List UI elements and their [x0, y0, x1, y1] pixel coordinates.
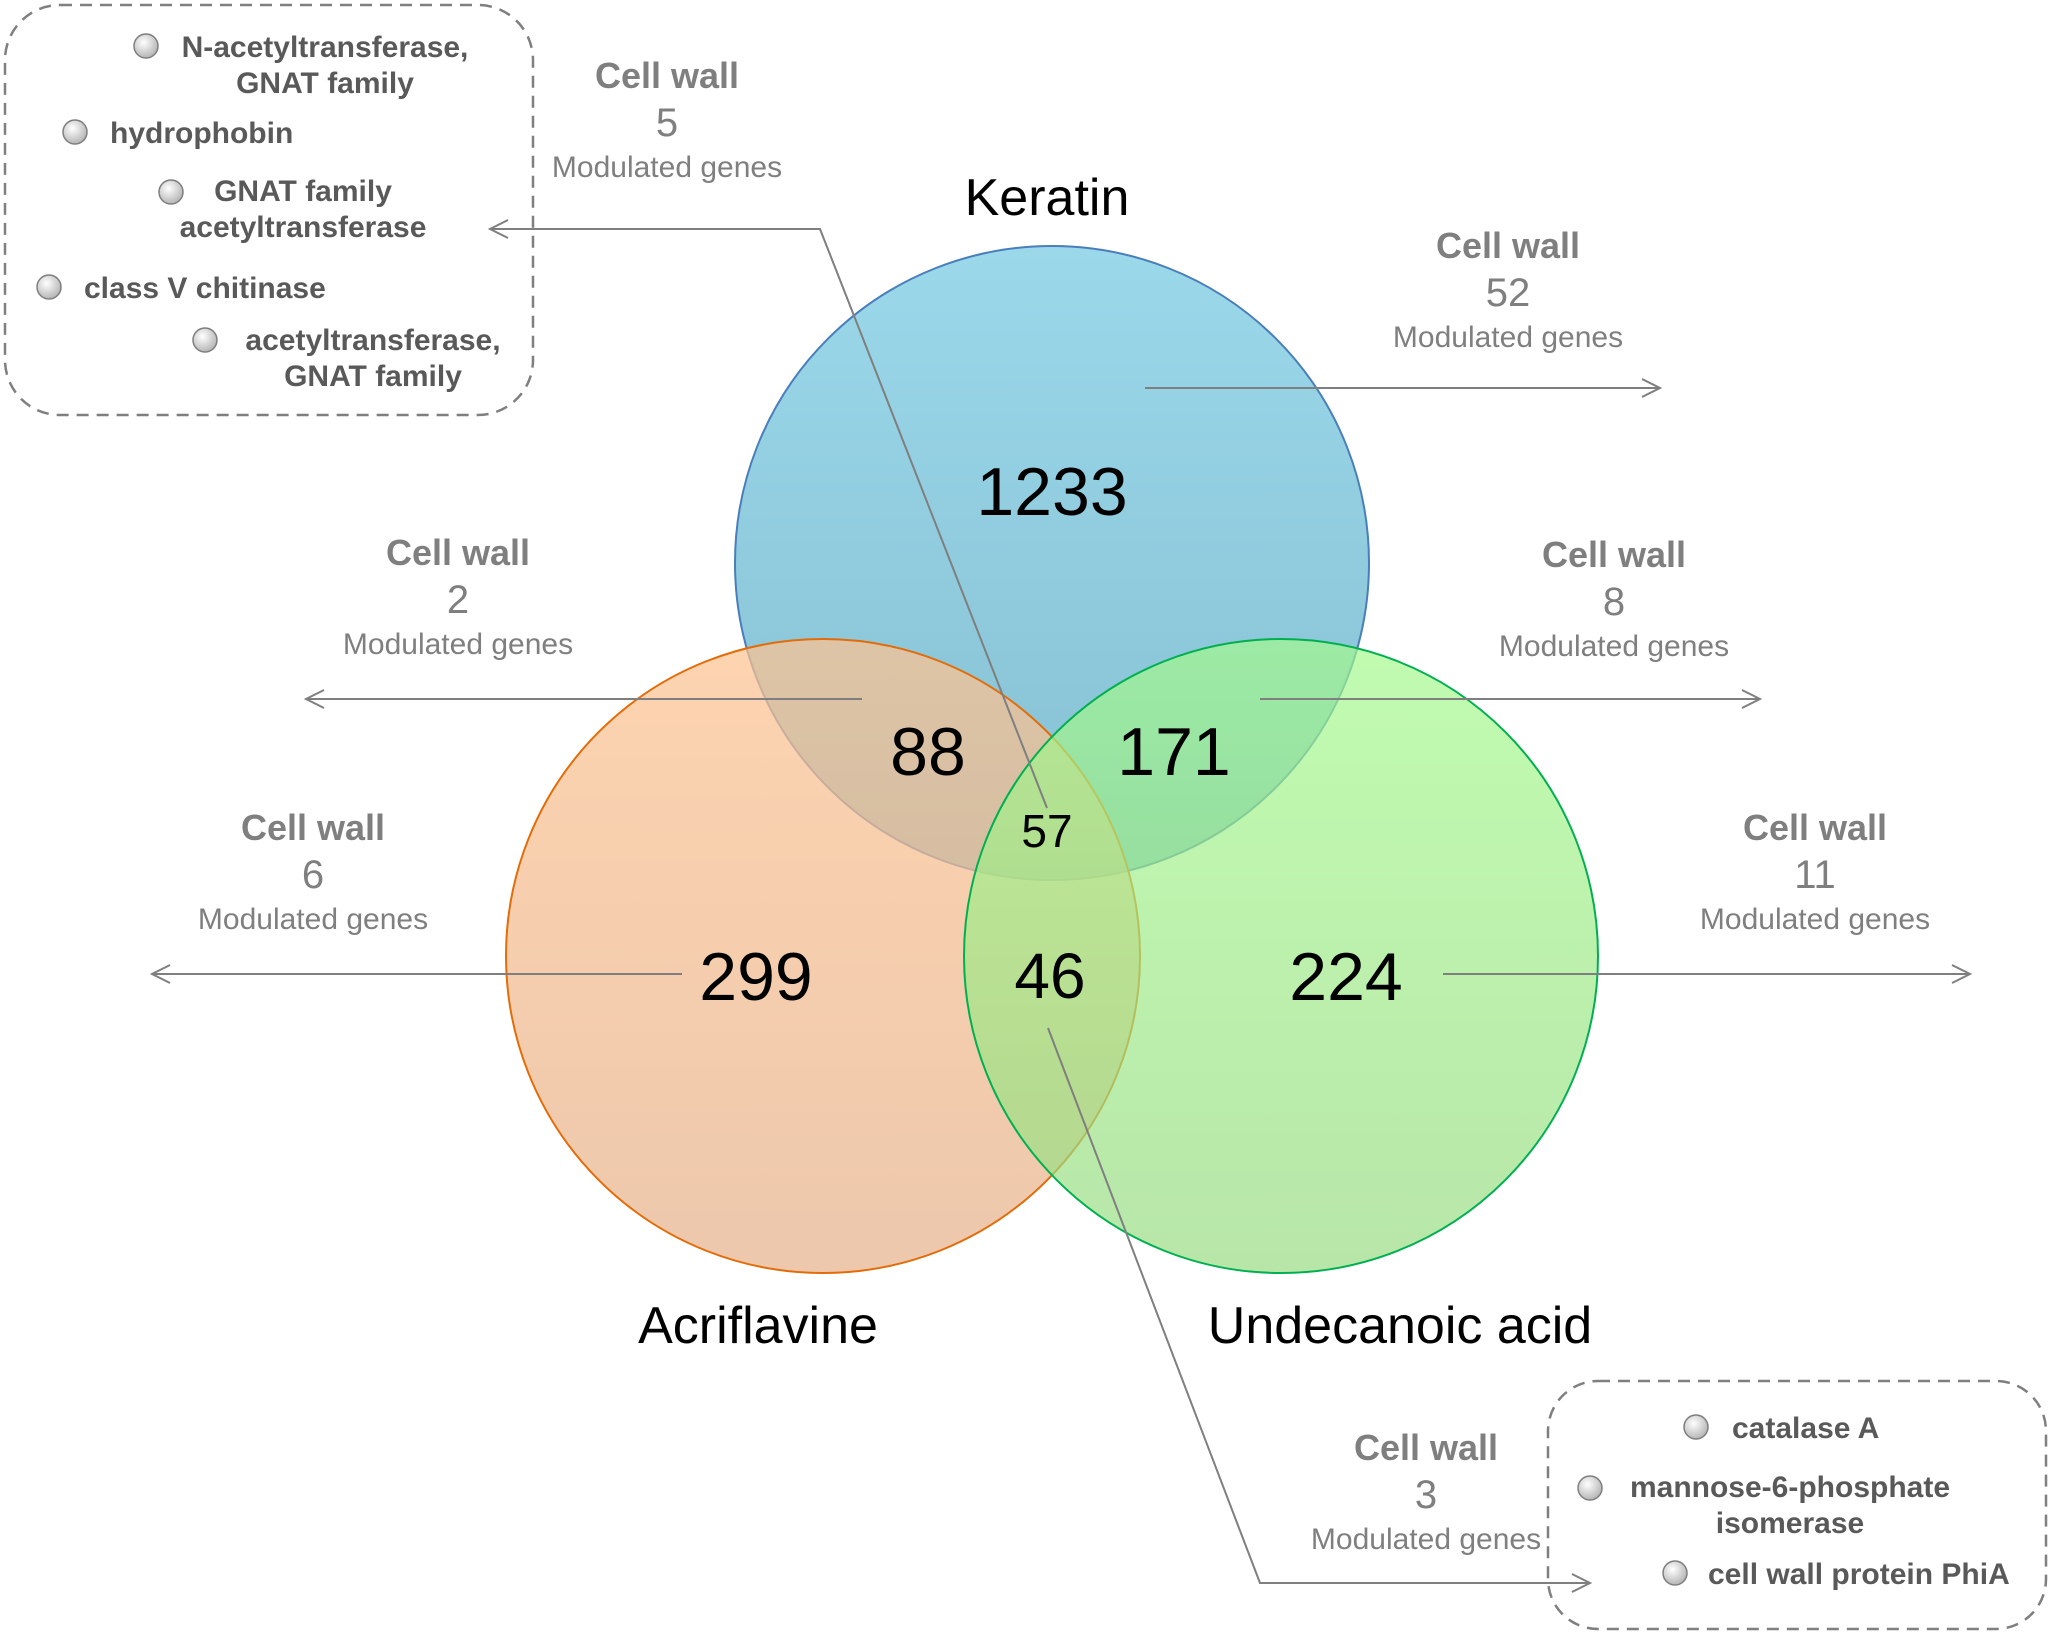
- cellwall-count: 52: [1486, 271, 1531, 315]
- cellwall-subtitle: Modulated genes: [552, 151, 782, 184]
- gene-label: mannose-6-phosphate: [1630, 1471, 1950, 1504]
- cellwall-all-three: Cell wall 5 Modulated genes: [552, 55, 782, 184]
- cellwall-title: Cell wall: [1542, 534, 1686, 575]
- gene-item: acetyltransferase, GNAT family: [192, 324, 501, 393]
- cellwall-acriflavine-undecanoic: Cell wall 3 Modulated genes: [1311, 1427, 1541, 1556]
- gene-item: GNAT family acetyltransferase: [158, 175, 427, 244]
- gene-item: mannose-6-phosphate isomerase: [1577, 1471, 1950, 1540]
- gene-item: class V chitinase: [36, 272, 326, 305]
- cellwall-count: 3: [1415, 1473, 1437, 1517]
- gene-label: class V chitinase: [84, 272, 326, 305]
- region-acriflavine-undecanoic: 46: [1014, 940, 1085, 1012]
- cellwall-count: 8: [1603, 580, 1625, 624]
- gene-box-border: [3, 3, 535, 417]
- bullet-icon: [158, 179, 184, 205]
- cellwall-keratin-acriflavine: Cell wall 2 Modulated genes: [343, 532, 573, 661]
- cellwall-keratin-only: Cell wall 52 Modulated genes: [1393, 225, 1623, 354]
- venn-circles: [505, 245, 1599, 1274]
- gene-label: isomerase: [1716, 1507, 1864, 1540]
- cellwall-title: Cell wall: [595, 55, 739, 96]
- cellwall-count: 2: [447, 578, 469, 622]
- cellwall-undecanoic-only: Cell wall 11 Modulated genes: [1700, 807, 1930, 936]
- gene-label: acetyltransferase,: [245, 324, 500, 357]
- gene-box-border: [1546, 1379, 2048, 1631]
- cellwall-subtitle: Modulated genes: [198, 903, 428, 936]
- gene-label: hydrophobin: [110, 117, 293, 150]
- gene-item: catalase A: [1683, 1412, 1879, 1445]
- cellwall-subtitle: Modulated genes: [1393, 321, 1623, 354]
- gene-item: N-acetyltransferase, GNAT family: [133, 31, 469, 100]
- bullet-icon: [1683, 1414, 1709, 1440]
- gene-label: catalase A: [1732, 1412, 1879, 1445]
- keratin-label: Keratin: [965, 169, 1130, 227]
- acriflavine-label: Acriflavine: [638, 1297, 878, 1355]
- region-keratin-acriflavine: 88: [890, 714, 966, 790]
- gene-label: GNAT family: [236, 67, 414, 100]
- cellwall-subtitle: Modulated genes: [1311, 1523, 1541, 1556]
- cellwall-subtitle: Modulated genes: [343, 628, 573, 661]
- cellwall-subtitle: Modulated genes: [1700, 903, 1930, 936]
- region-keratin-only: 1233: [976, 454, 1127, 530]
- cellwall-keratin-undecanoic: Cell wall 8 Modulated genes: [1499, 534, 1729, 663]
- arrow-all-three: [490, 229, 1048, 809]
- cellwall-title: Cell wall: [241, 807, 385, 848]
- region-all-three: 57: [1021, 805, 1072, 857]
- bullet-icon: [1662, 1560, 1688, 1586]
- cellwall-title: Cell wall: [1743, 807, 1887, 848]
- gene-label: cell wall protein PhiA: [1708, 1558, 2010, 1591]
- region-acriflavine-only: 299: [699, 939, 812, 1015]
- cellwall-subtitle: Modulated genes: [1499, 630, 1729, 663]
- gene-item: hydrophobin: [62, 117, 293, 150]
- gene-label: N-acetyltransferase,: [182, 31, 469, 64]
- bullet-icon: [1577, 1475, 1603, 1501]
- arrow-acriflavine-undecanoic: [1047, 1027, 1590, 1583]
- gene-label: acetyltransferase: [180, 211, 427, 244]
- undecanoic-circle: [963, 638, 1599, 1274]
- gene-label: GNAT family: [214, 175, 392, 208]
- region-keratin-undecanoic: 171: [1117, 714, 1230, 790]
- cellwall-title: Cell wall: [1436, 225, 1580, 266]
- gene-item: cell wall protein PhiA: [1662, 1558, 2010, 1591]
- region-undecanoic-only: 224: [1289, 939, 1402, 1015]
- bullet-icon: [192, 327, 218, 353]
- cellwall-title: Cell wall: [386, 532, 530, 573]
- bullet-icon: [133, 33, 159, 59]
- undecanoic-label: Undecanoic acid: [1208, 1297, 1592, 1355]
- gene-box-all-three: N-acetyltransferase, GNAT family hydroph…: [3, 3, 535, 417]
- leader-lines: [152, 229, 1970, 1583]
- gene-label: GNAT family: [284, 360, 462, 393]
- cellwall-count: 5: [656, 101, 678, 145]
- gene-box-acriflavine-undecanoic: catalase A mannose-6-phosphate isomerase…: [1546, 1379, 2048, 1631]
- cellwall-acriflavine-only: Cell wall 6 Modulated genes: [198, 807, 428, 936]
- cellwall-count: 6: [302, 853, 324, 897]
- bullet-icon: [36, 274, 62, 300]
- bullet-icon: [62, 119, 88, 145]
- cellwall-count: 11: [1794, 853, 1836, 897]
- cellwall-title: Cell wall: [1354, 1427, 1498, 1468]
